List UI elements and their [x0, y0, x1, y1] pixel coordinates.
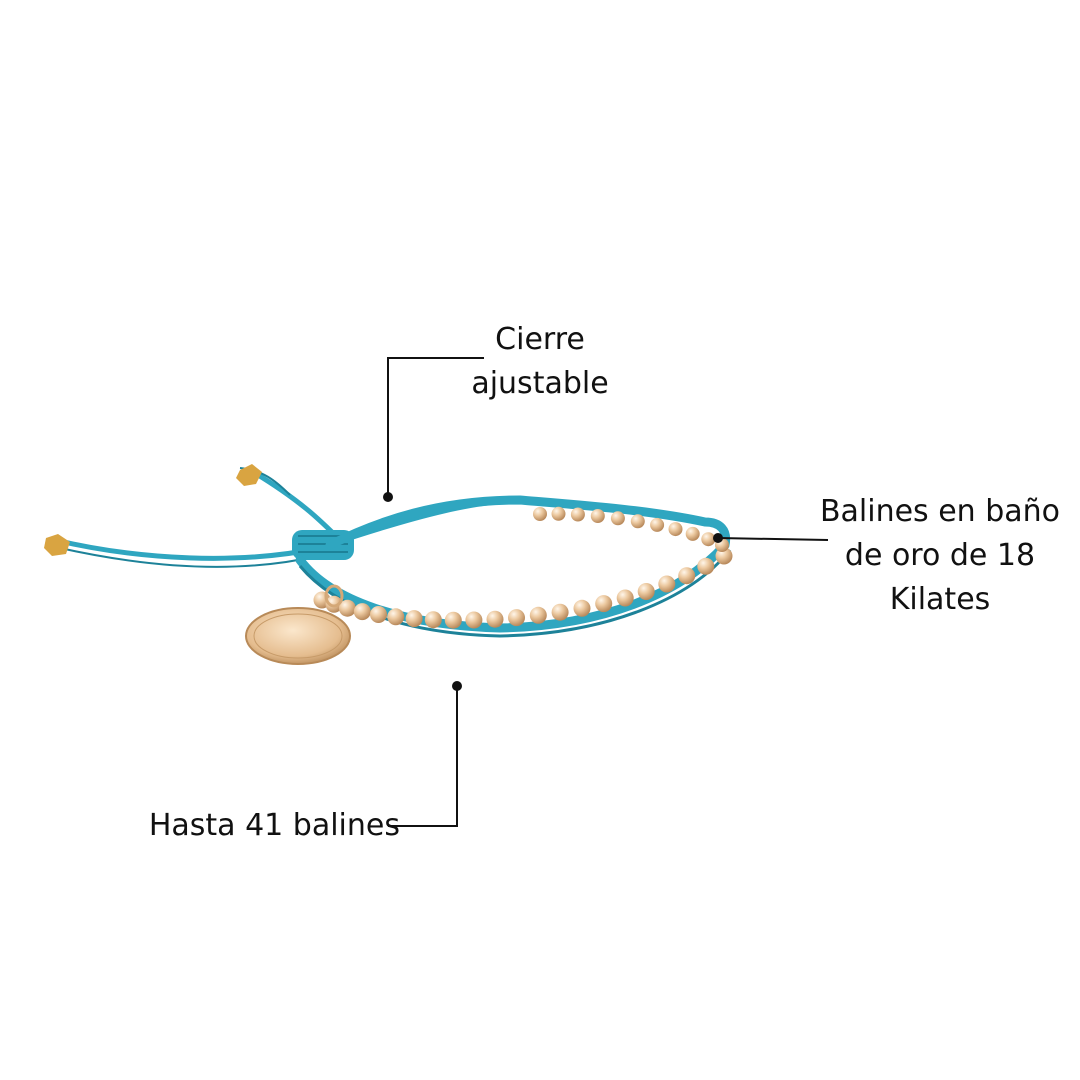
- gold-bead: [444, 611, 462, 629]
- gold-bead: [370, 606, 387, 623]
- gold-bead: [486, 610, 504, 628]
- cord-end-bead: [236, 464, 262, 486]
- callout-clasp-label: Cierre ajustable: [440, 318, 640, 406]
- callout-count-leader: [388, 681, 462, 827]
- callout-beads-line: Kilates: [889, 582, 991, 617]
- gold-bead: [573, 599, 591, 617]
- callout-beads-line: Balines en baño: [819, 494, 1061, 529]
- cord-end-bead: [44, 534, 70, 556]
- pointer-dot-icon: [713, 533, 723, 543]
- callout-count-label: Hasta 41 balines: [100, 804, 400, 848]
- gold-bead: [678, 567, 696, 585]
- pointer-dot-icon: [452, 681, 462, 691]
- callout-beads-line: de oro de 18: [844, 538, 1036, 573]
- cord-ends: [44, 464, 522, 568]
- gold-bead: [533, 507, 547, 521]
- gold-bead: [685, 526, 700, 541]
- gold-bead: [697, 557, 715, 575]
- gold-bead: [658, 575, 676, 593]
- bead-row-back: [533, 506, 729, 552]
- gold-bead: [387, 608, 405, 626]
- callout-clasp-leader: [383, 357, 484, 502]
- callout-clasp-line: Cierre: [495, 322, 585, 357]
- gold-bead: [338, 599, 356, 617]
- gold-bead: [630, 514, 645, 529]
- callout-beads-label: Balines en baño de oro de 18 Kilates: [800, 490, 1080, 622]
- gold-bead: [590, 509, 605, 523]
- gold-bead: [595, 595, 613, 613]
- pointer-dot-icon: [383, 492, 393, 502]
- gold-bead: [637, 583, 655, 600]
- gold-bead: [668, 522, 683, 537]
- callout-clasp-line: ajustable: [471, 366, 609, 401]
- charm-medal: [245, 584, 351, 665]
- callout-beads-leader: [713, 533, 829, 543]
- gold-bead: [353, 603, 371, 621]
- gold-bead: [529, 606, 547, 624]
- gold-bead: [610, 511, 625, 526]
- gold-bead: [325, 595, 343, 613]
- gold-bead: [424, 611, 442, 629]
- gold-bead: [405, 610, 423, 628]
- gold-bead: [650, 517, 665, 532]
- gold-bead: [715, 547, 733, 565]
- gold-bead: [616, 589, 634, 607]
- gold-bead: [570, 507, 585, 522]
- gold-bead: [551, 506, 566, 521]
- gold-bead: [551, 603, 569, 621]
- gold-bead: [701, 532, 716, 547]
- callout-count-line: Hasta 41 balines: [148, 808, 400, 843]
- gold-bead: [508, 609, 525, 627]
- bead-row-front: [313, 547, 733, 629]
- gold-bead: [465, 611, 483, 629]
